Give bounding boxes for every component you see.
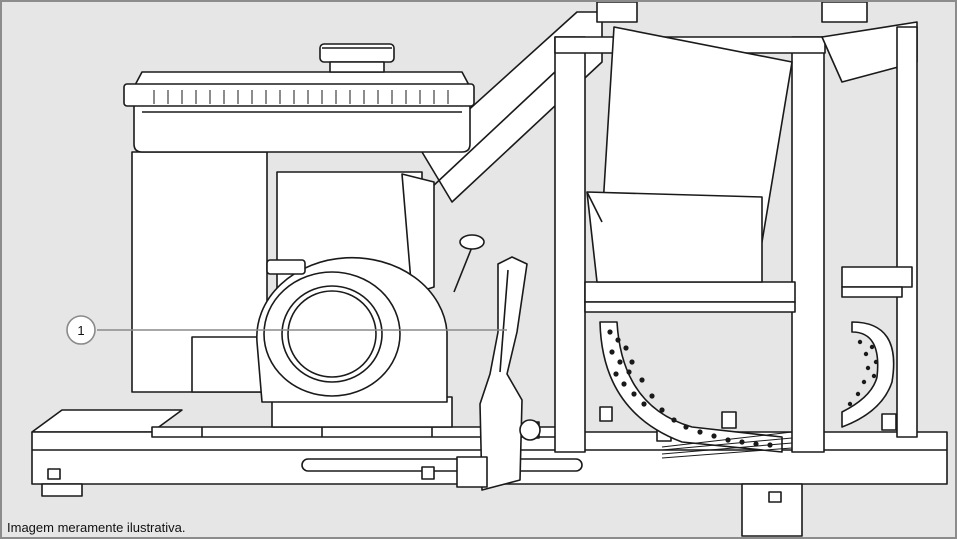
disclaimer-caption: Imagem meramente ilustrativa.	[7, 520, 186, 535]
bolt-heads	[47, 406, 897, 503]
crank-handle	[456, 256, 541, 491]
floor-grate	[661, 431, 793, 459]
callout-1-number: 1	[77, 323, 84, 338]
fuel-tank	[123, 43, 475, 153]
hopper-hood	[586, 26, 793, 283]
top-posts	[596, 2, 868, 23]
sieve-screen	[599, 321, 895, 453]
sieve-holes	[607, 329, 879, 448]
engine-vent-slots	[153, 90, 449, 104]
throttle-knob	[453, 234, 485, 293]
callout-1: 1	[66, 315, 96, 345]
